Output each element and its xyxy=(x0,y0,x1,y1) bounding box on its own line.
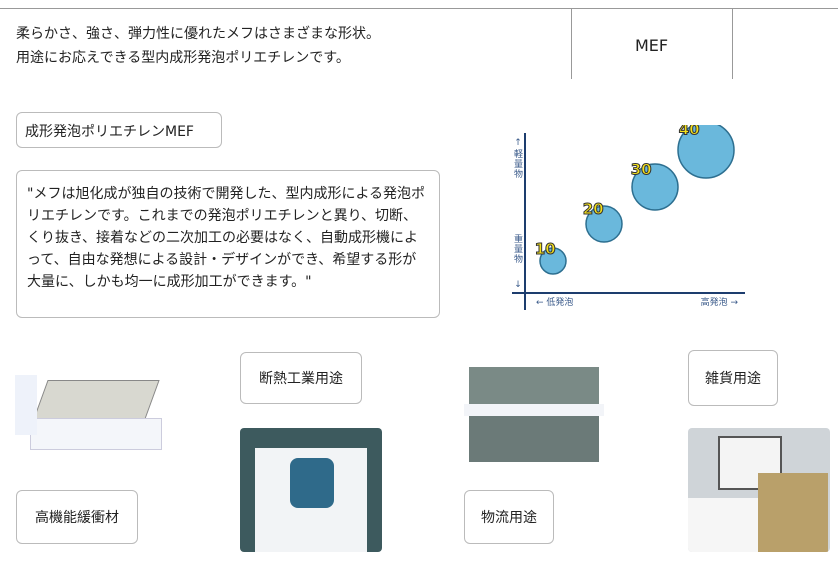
intro-line: 柔らかさ、強さ、弾力性に優れたメフはさまざまな形状。 xyxy=(16,26,380,42)
intro-line: 用途にお応えできる型内成形発泡ポリエチレンです。 xyxy=(16,50,350,66)
x-label-high: 高発泡 → xyxy=(701,296,739,308)
bubble-label-10: 10 xyxy=(535,240,556,258)
arrow-down-icon: ↓ xyxy=(514,280,522,290)
bubble-10 xyxy=(539,247,567,275)
section-title: 成形発泡ポリエチレンMEF xyxy=(16,112,222,148)
top-divider xyxy=(0,8,838,9)
use-label-cushioning: 高機能緩衝材 xyxy=(16,490,138,544)
bubble-30 xyxy=(631,163,679,211)
use-label-logistics: 物流用途 xyxy=(464,490,554,544)
bubble-40 xyxy=(677,125,735,179)
column-divider xyxy=(571,9,572,79)
arrow-up-icon: ↑ xyxy=(514,138,522,148)
column-divider xyxy=(732,9,733,79)
logistics-photo xyxy=(464,362,608,472)
intro-text: 柔らかさ、強さ、弾力性に優れたメフはさまざまな形状。 用途にお応えできる型内成形… xyxy=(16,22,380,70)
bubble-label-20: 20 xyxy=(583,200,604,218)
insulation-photo xyxy=(240,428,382,552)
y-label-bottom: 重量物 xyxy=(512,234,522,264)
x-label-low: ← 低発泡 xyxy=(536,296,573,308)
bubble-20 xyxy=(585,205,623,243)
goods-photo xyxy=(688,428,830,552)
use-label-goods: 雑貨用途 xyxy=(688,350,778,406)
y-label-top: 軽量物 xyxy=(512,149,522,179)
foam-density-chart: ↑ ↓ ← 低発泡 高発泡 → 10 20 30 40 xyxy=(512,125,745,310)
description: "メフは旭化成が独自の技術で開発した、型内成形による発泡ポリエチレンです。これま… xyxy=(16,170,440,318)
product-name: MEF xyxy=(634,36,669,55)
bubble-label-30: 30 xyxy=(631,160,652,178)
cushioning-photo xyxy=(10,370,170,462)
bubble-label-40: 40 xyxy=(679,125,700,139)
use-label-insulation: 断熱工業用途 xyxy=(240,352,362,404)
